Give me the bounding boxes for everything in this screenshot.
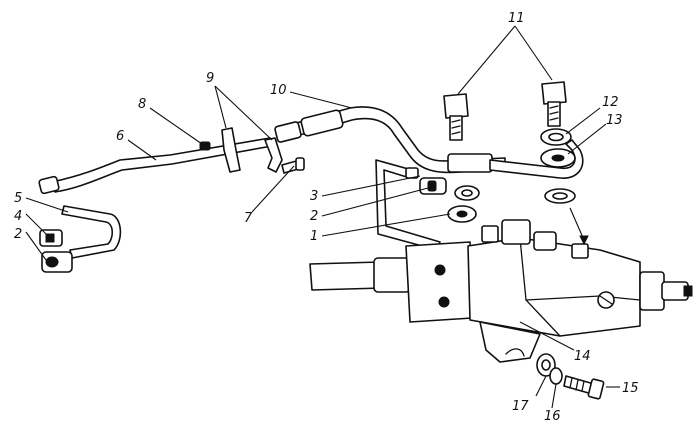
callout-17: 17	[512, 399, 529, 414]
callout-16: 16	[544, 409, 561, 424]
leader-lines	[25, 25, 620, 409]
banjo-bolt-right-11	[541, 81, 567, 127]
callout-2-left: 2	[14, 227, 22, 242]
banjo-fitting-2-middle	[419, 177, 480, 201]
callout-9: 9	[206, 71, 214, 86]
banjo-bolt-left-11	[443, 93, 469, 141]
callout-5: 5	[14, 191, 22, 206]
callout-1: 1	[310, 229, 318, 244]
fuel-pipe-5	[61, 205, 122, 259]
callout-12: 12	[602, 95, 619, 110]
callout-2-middle: 2	[310, 209, 318, 224]
washer-16	[549, 367, 563, 385]
callout-4: 4	[14, 209, 22, 224]
banjo-fitting-13	[540, 148, 576, 168]
callout-13: 13	[606, 113, 623, 128]
callout-8: 8	[138, 97, 146, 112]
callout-3: 3	[310, 189, 318, 204]
washer-lower	[544, 188, 576, 204]
callout-7: 7	[244, 211, 253, 226]
bolt-15	[563, 375, 605, 400]
pipe-clamp-9	[199, 127, 283, 173]
callout-labels: 11 10 9 8 6 12 13 5 4 2 3 2 1 7 14 15 16…	[14, 11, 639, 424]
callout-10: 10	[270, 83, 287, 98]
callout-14: 14	[574, 349, 591, 364]
callout-15: 15	[622, 381, 639, 396]
screw-7	[281, 157, 305, 174]
fitting-4-left	[39, 229, 63, 247]
washer-12	[540, 128, 572, 146]
fitting-2-left	[41, 251, 73, 273]
fuel-pipe-10	[274, 106, 584, 179]
washer-1	[447, 205, 477, 223]
fuel-pipe-3	[375, 159, 441, 251]
fuel-pump-14	[309, 219, 693, 363]
callout-11: 11	[508, 11, 525, 26]
callout-6: 6	[116, 129, 124, 144]
